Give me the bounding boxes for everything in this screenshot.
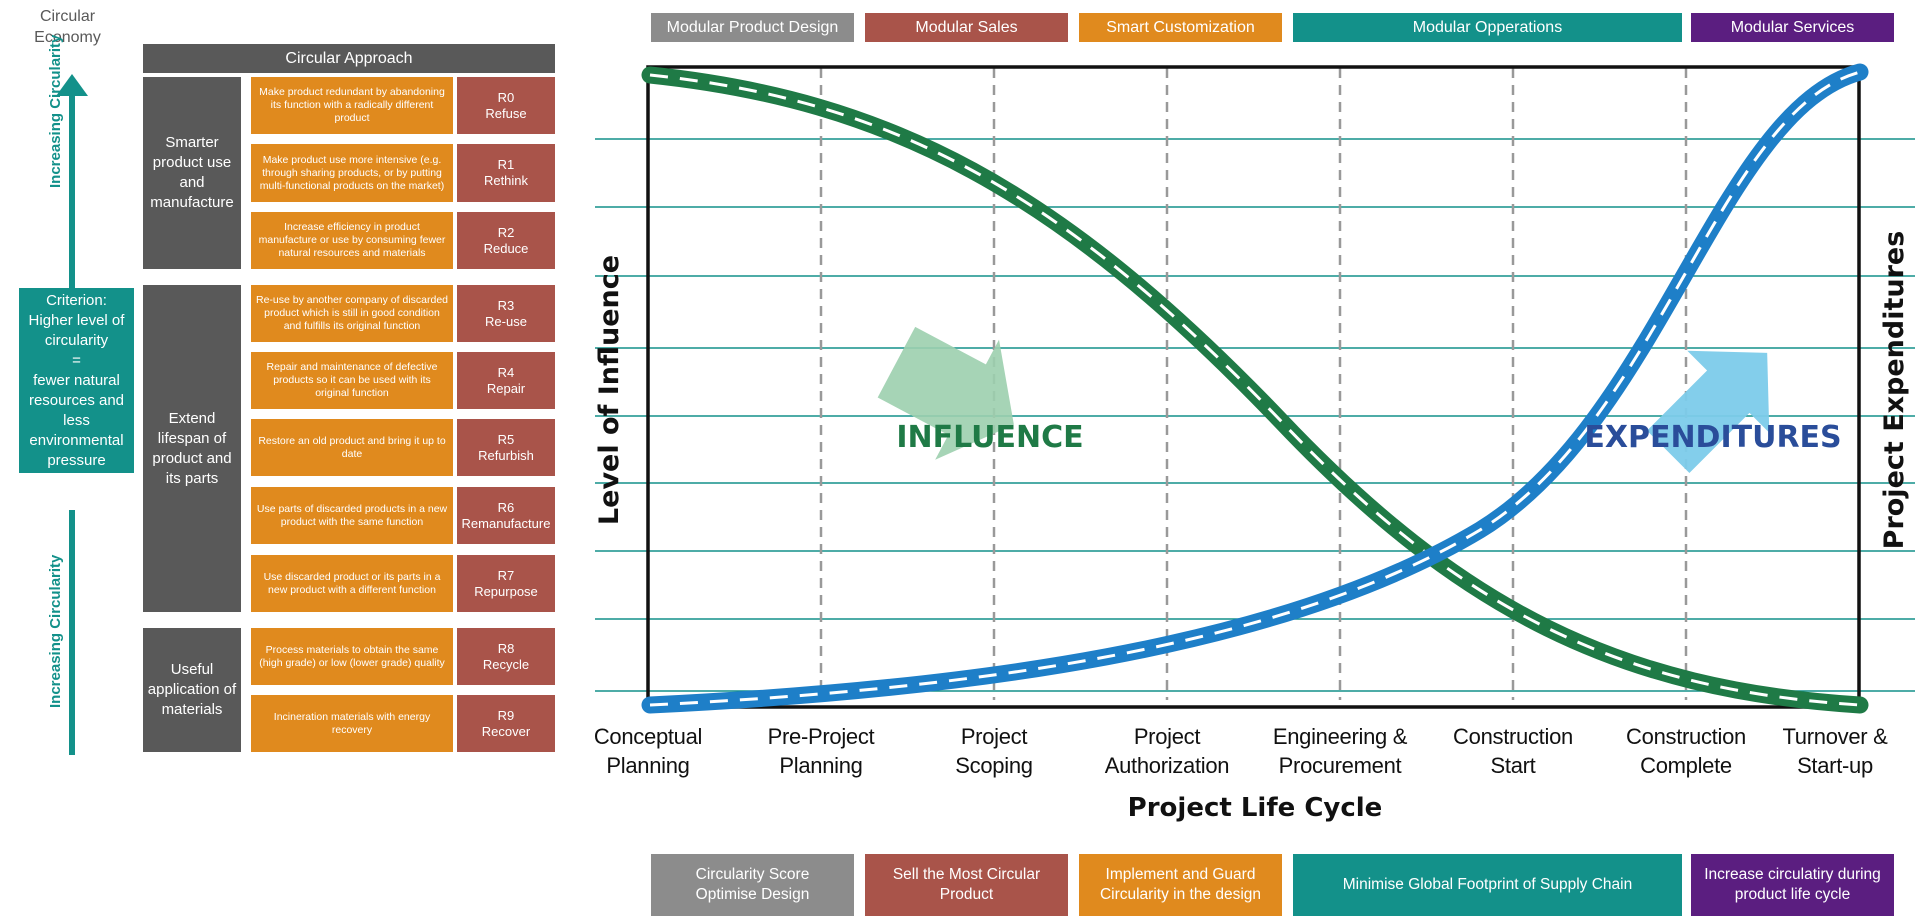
x-category-label: Construction Complete: [1626, 724, 1746, 778]
increasing-circularity-arrow: [56, 74, 88, 755]
y-axis-title-left: Level of Influence: [594, 255, 625, 525]
strategy-description-r8: Process materials to obtain the same (hi…: [251, 628, 453, 685]
x-axis-title: Project Life Cycle: [1127, 793, 1383, 823]
goal-sell-circular: Sell the Most Circular Product: [865, 854, 1068, 916]
module-operations: Modular Opperations: [1293, 13, 1682, 42]
y-axis-title-right: Project Expenditures: [1879, 231, 1910, 550]
module-services: Modular Services: [1691, 13, 1894, 42]
strategy-description-r1: Make product use more intensive (e.g. th…: [251, 144, 453, 202]
goal-minimise-footprint: Minimise Global Footprint of Supply Chai…: [1293, 854, 1682, 916]
x-category-label: Engineering & Procurement: [1272, 724, 1408, 778]
group-smarter-use-label: Smarter product use and manufacture: [150, 134, 234, 211]
x-category-label: Project Authorization: [1104, 724, 1230, 778]
strategy-description-r0: Make product redundant by abandoning its…: [251, 77, 453, 134]
criterion-box: Criterion: Higher level of circularity =…: [19, 288, 134, 473]
circular-approach-header-label: Circular Approach: [285, 49, 413, 67]
group-extend-lifespan-label: Extend lifespan of product and its parts: [152, 409, 232, 487]
x-category-label: Project Scoping: [955, 724, 1033, 778]
circular-approach-header: Circular Approach: [143, 44, 555, 73]
x-category-label: Construction Start: [1453, 724, 1573, 778]
strategy-description-r6: Use parts of discarded products in a new…: [251, 487, 453, 544]
influence-curve: [641, 66, 1869, 714]
influence-curve-dashes: [649, 73, 1861, 707]
strategy-description-r2: Increase efficiency in product manufactu…: [251, 212, 453, 269]
x-category-label: Conceptual Planning: [593, 724, 703, 778]
influence-arrow-shape: [877, 326, 1014, 460]
goal-implement-guard: Implement and Guard Circularity in the d…: [1079, 854, 1282, 916]
x-category-label: Turnover & Start-up: [1782, 724, 1888, 778]
goal-increase-circularity: Increase circulatiry during product life…: [1691, 854, 1894, 916]
module-product-design: Modular Product Design: [651, 13, 854, 42]
module-smart-customization: Smart Customization: [1079, 13, 1282, 42]
group-useful-materials-label: Useful application of materials: [147, 661, 237, 718]
group-smarter-use: Smarter product use and manufacture: [143, 77, 241, 269]
x-category-label: Pre-Project Planning: [767, 724, 875, 778]
circular-economy-title: Circular Economy: [34, 8, 101, 46]
group-extend-lifespan: Extend lifespan of product and its parts: [143, 285, 241, 612]
x-axis-categories: Conceptual Planning Pre-Project Planning P…: [560, 722, 1920, 784]
increasing-circularity-label-bottom: Increasing Circularity: [47, 554, 64, 708]
module-sales: Modular Sales: [865, 13, 1068, 42]
criterion-text: Criterion: Higher level of circularity =…: [28, 291, 125, 469]
strategy-description-r7: Use discarded product or its parts in a …: [251, 555, 453, 612]
expenditures-arrow-shape: [1646, 350, 1770, 474]
strategy-description-r9: Incineration materials with energy recov…: [251, 695, 453, 752]
goal-circularity-score: Circularity Score Optimise Design: [651, 854, 854, 916]
group-useful-materials: Useful application of materials: [143, 628, 241, 752]
strategy-description-r3: Re-use by another company of discarded p…: [251, 285, 453, 342]
chart-frame: [646, 65, 1861, 709]
increasing-circularity-label-top: Increasing Circularity: [47, 34, 64, 188]
project-life-cycle-chart: INFLUENCE EXPENDITURES Level of Influenc…: [594, 63, 1915, 714]
influence-series-label: INFLUENCE: [896, 420, 1083, 455]
strategy-description-r5: Restore an old product and bring it up t…: [251, 419, 453, 476]
strategy-description-r4: Repair and maintenance of defective prod…: [251, 352, 453, 409]
expenditures-series-label: EXPENDITURES: [1584, 420, 1841, 455]
expenditures-curve-dashes: [649, 70, 1861, 707]
